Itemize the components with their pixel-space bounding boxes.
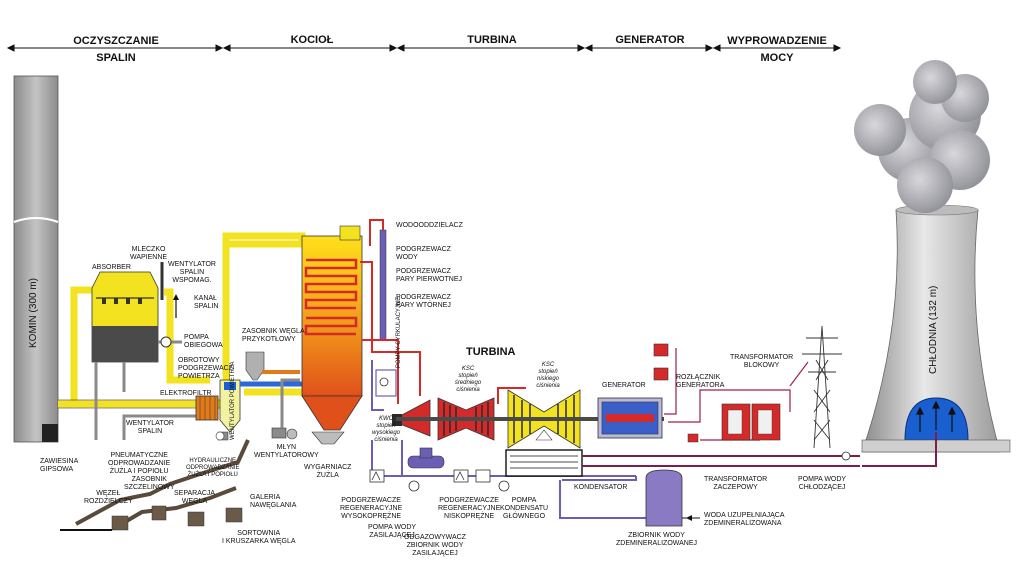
label-water-separator: WODOODDZIELACZ [396,222,463,229]
label-water-heater: PODGRZEWACZ WODY [396,246,451,261]
label-hp-turbine: KWC stopień wysokiego ciśnienia [372,416,401,443]
label-lp-regenerative: PODGRZEWACZE REGENERACYJNE NISKOPRĘŻNE [438,497,501,520]
label-coal-separation: SEPARACJA WĘGLA [174,490,216,505]
label-pneumatic-ash: PNEUMATYCZNE ODPROWADZANIE ŻUŻLA I POPIO… [108,452,171,475]
condensate-pump [498,480,510,492]
heater-coils [304,258,358,336]
smoke-cloud [854,60,990,213]
block-transformer [721,403,781,441]
label-coal-mill: MŁYN WENTYLATOROWY [254,444,319,459]
label-condensate-pump: POMPA KONDENSATU GŁÓWNEGO [500,497,549,520]
label-generator: GENERATOR [602,382,646,389]
label-hp-regenerative: PODGRZEWACZE REGENERACYJNE WYSOKOPRĘŻNE [340,497,403,520]
label-demin-tank: ZBIORNIK WODY ZDEMINERALIZOWANEJ [616,532,698,547]
label-feedwater-pump: POMPA WODY ZASILAJĄCEJ [368,524,417,539]
label-gypsum: ZAWIESINA GIPSOWA [40,458,79,473]
label-slag-remover: WYGARNIACZ ŻUŻLA [304,464,352,479]
boiler [222,225,363,431]
auxiliary-transformers [653,343,669,381]
label-rotary-heater: OBROTOWY PODGRZEWACZ POWIETRZA [178,357,233,380]
label-primary-steam-heater: PODGRZEWACZ PARY PIERWOTNEJ [396,268,462,283]
condenser [505,449,583,477]
label-distribution-node: WĘZEŁ ROZDZIELCZY [84,490,133,505]
generator [597,397,663,439]
label-lp-turbine: KSC stopień niskiego ciśnienia [536,362,560,389]
cooling-water-lines [582,432,937,467]
section-flue-gas: OCZYSZCZANIE SPALIN [73,35,159,64]
coal-mill [271,378,300,440]
section-generator: GENERATOR [615,34,685,46]
section-boiler: KOCIOŁ [290,34,334,46]
label-coal-gallery: GALERIA NAWĘGLANIA [250,494,297,509]
label-flue-duct: KANAŁ SPALIN [194,295,219,310]
label-booster-fan: WENTYLATOR SPALIN WSPOMAG. [168,261,216,284]
label-cooling-pump: POMPA WODY CHŁODZĄCEJ [798,476,847,491]
label-circulation-pump: POMPA OBIEGOWA [184,334,223,349]
coal-bunker [245,351,300,381]
label-condenser: KONDENSATOR [574,484,628,491]
label-deaerator: ODGAZOWYWACZ ZBIORNIK WODY ZASILAJĄCEJ [404,534,466,557]
turbine-shaft [396,417,664,421]
circulation-pumps [375,369,397,397]
label-lime-slurry: MLECZKO WAPIENNE [130,246,168,261]
label-generator-breaker: ROZŁĄCZNIK GENERATORA [676,374,725,389]
electrofilter [219,379,241,433]
cooling-tower [861,204,1011,453]
label-electrofilter: ELEKTROFILTR [160,390,212,397]
circulation-pump [160,336,172,348]
absorber [91,271,159,363]
rotary-air-heater [195,395,219,421]
label-slot-bunker: ZASOBNIK SZCZELINOWY [124,476,175,491]
generator-breaker [687,433,699,443]
transmission-pylon [802,325,842,449]
turbine-title: TURBINA [466,346,516,358]
deaerator [407,447,445,469]
air-fan [215,431,229,441]
label-block-transformer: TRANSFORMATOR BLOKOWY [730,354,794,369]
section-power-output: WYPROWADZENIE MOCY [727,35,827,64]
label-makeup-water: WODA UZUPEŁNIAJĄCA ZDEMINERALIZOWANA [704,512,785,527]
feedwater-pump [408,480,420,492]
section-turbine: TURBINA [467,34,517,46]
coal-hoppers [111,505,243,531]
coal-conveyors [75,439,250,528]
label-ip-turbine: KSC stopień średniego ciśnienia [454,366,482,393]
demineralized-water-tank [645,469,700,527]
label-tap-transformer: TRANSFORMATOR ZACZEPOWY [704,476,768,491]
steam-pipes [360,261,526,404]
label-absorber: ABSORBER [92,264,131,271]
chimney [13,75,59,443]
label-coal-crusher: SORTOWNIA I KRUSZARKA WĘGLA [222,530,296,545]
section-arrows [6,44,842,52]
chimney-label: KOMIN (300 m) [28,277,39,348]
cooling-water-pump [841,451,851,461]
label-coal-bunker: ZASOBNIK WĘGLA PRZYKOTŁOWY [242,328,305,343]
label-flue-fan: WENTYLATOR SPALIN [126,420,174,435]
label-secondary-steam-heater: PODGRZEWACZ PARY WTÓRNEJ [396,294,451,309]
label-hydraulic-ash: HYDRAULICZNE ODPROWADZANIE ŻUŻLA I POPIO… [186,458,240,478]
cooling-tower-label: CHŁODNIA (132 m) [928,285,939,374]
regenerative-heaters [369,469,491,483]
slag-remover [311,431,345,445]
